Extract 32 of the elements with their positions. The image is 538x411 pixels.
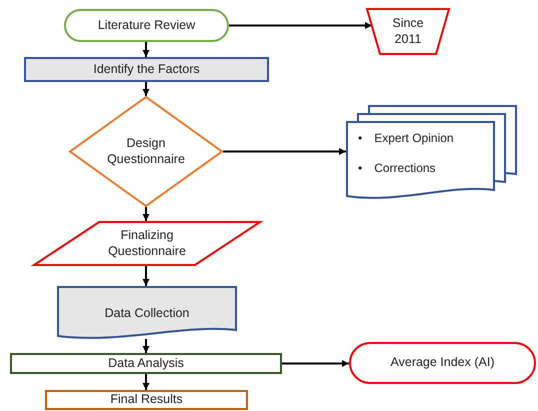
arrow	[142, 374, 150, 390]
decision-diamond	[69, 96, 223, 207]
terminator-shape	[349, 342, 536, 384]
start-terminator	[64, 9, 229, 42]
arrow	[282, 360, 349, 367]
arrow	[223, 148, 346, 155]
multi-document-shape	[346, 104, 516, 200]
process-box	[45, 390, 248, 410]
arrow	[142, 82, 150, 96]
bullet: •	[358, 161, 362, 175]
arrow	[142, 207, 150, 221]
node-label: Identify the Factors	[93, 62, 200, 78]
arrow	[142, 266, 150, 286]
node-label: Literature Review	[98, 18, 196, 34]
list-item-text: Corrections	[374, 161, 437, 175]
process-box	[24, 57, 269, 82]
node-label: Data Analysis	[108, 356, 184, 372]
arrow	[229, 22, 372, 29]
process-box	[10, 353, 282, 374]
manual-operation-shape	[366, 8, 450, 55]
data-parallelogram	[33, 221, 261, 266]
node-label: Design Questionnaire	[106, 136, 186, 168]
arrow	[142, 339, 150, 353]
list-item-text: Expert Opinion	[374, 131, 454, 145]
node-label: Data Collection	[104, 306, 190, 322]
bullet: •	[358, 131, 362, 145]
node-label: Average Index (AI)	[390, 355, 494, 371]
node-label: Final Results	[110, 392, 183, 408]
arrow	[142, 42, 150, 57]
node-label: Since 2011	[391, 16, 425, 48]
node-label: Finalizing Questionnaire	[107, 228, 187, 260]
document-shape	[57, 286, 237, 342]
